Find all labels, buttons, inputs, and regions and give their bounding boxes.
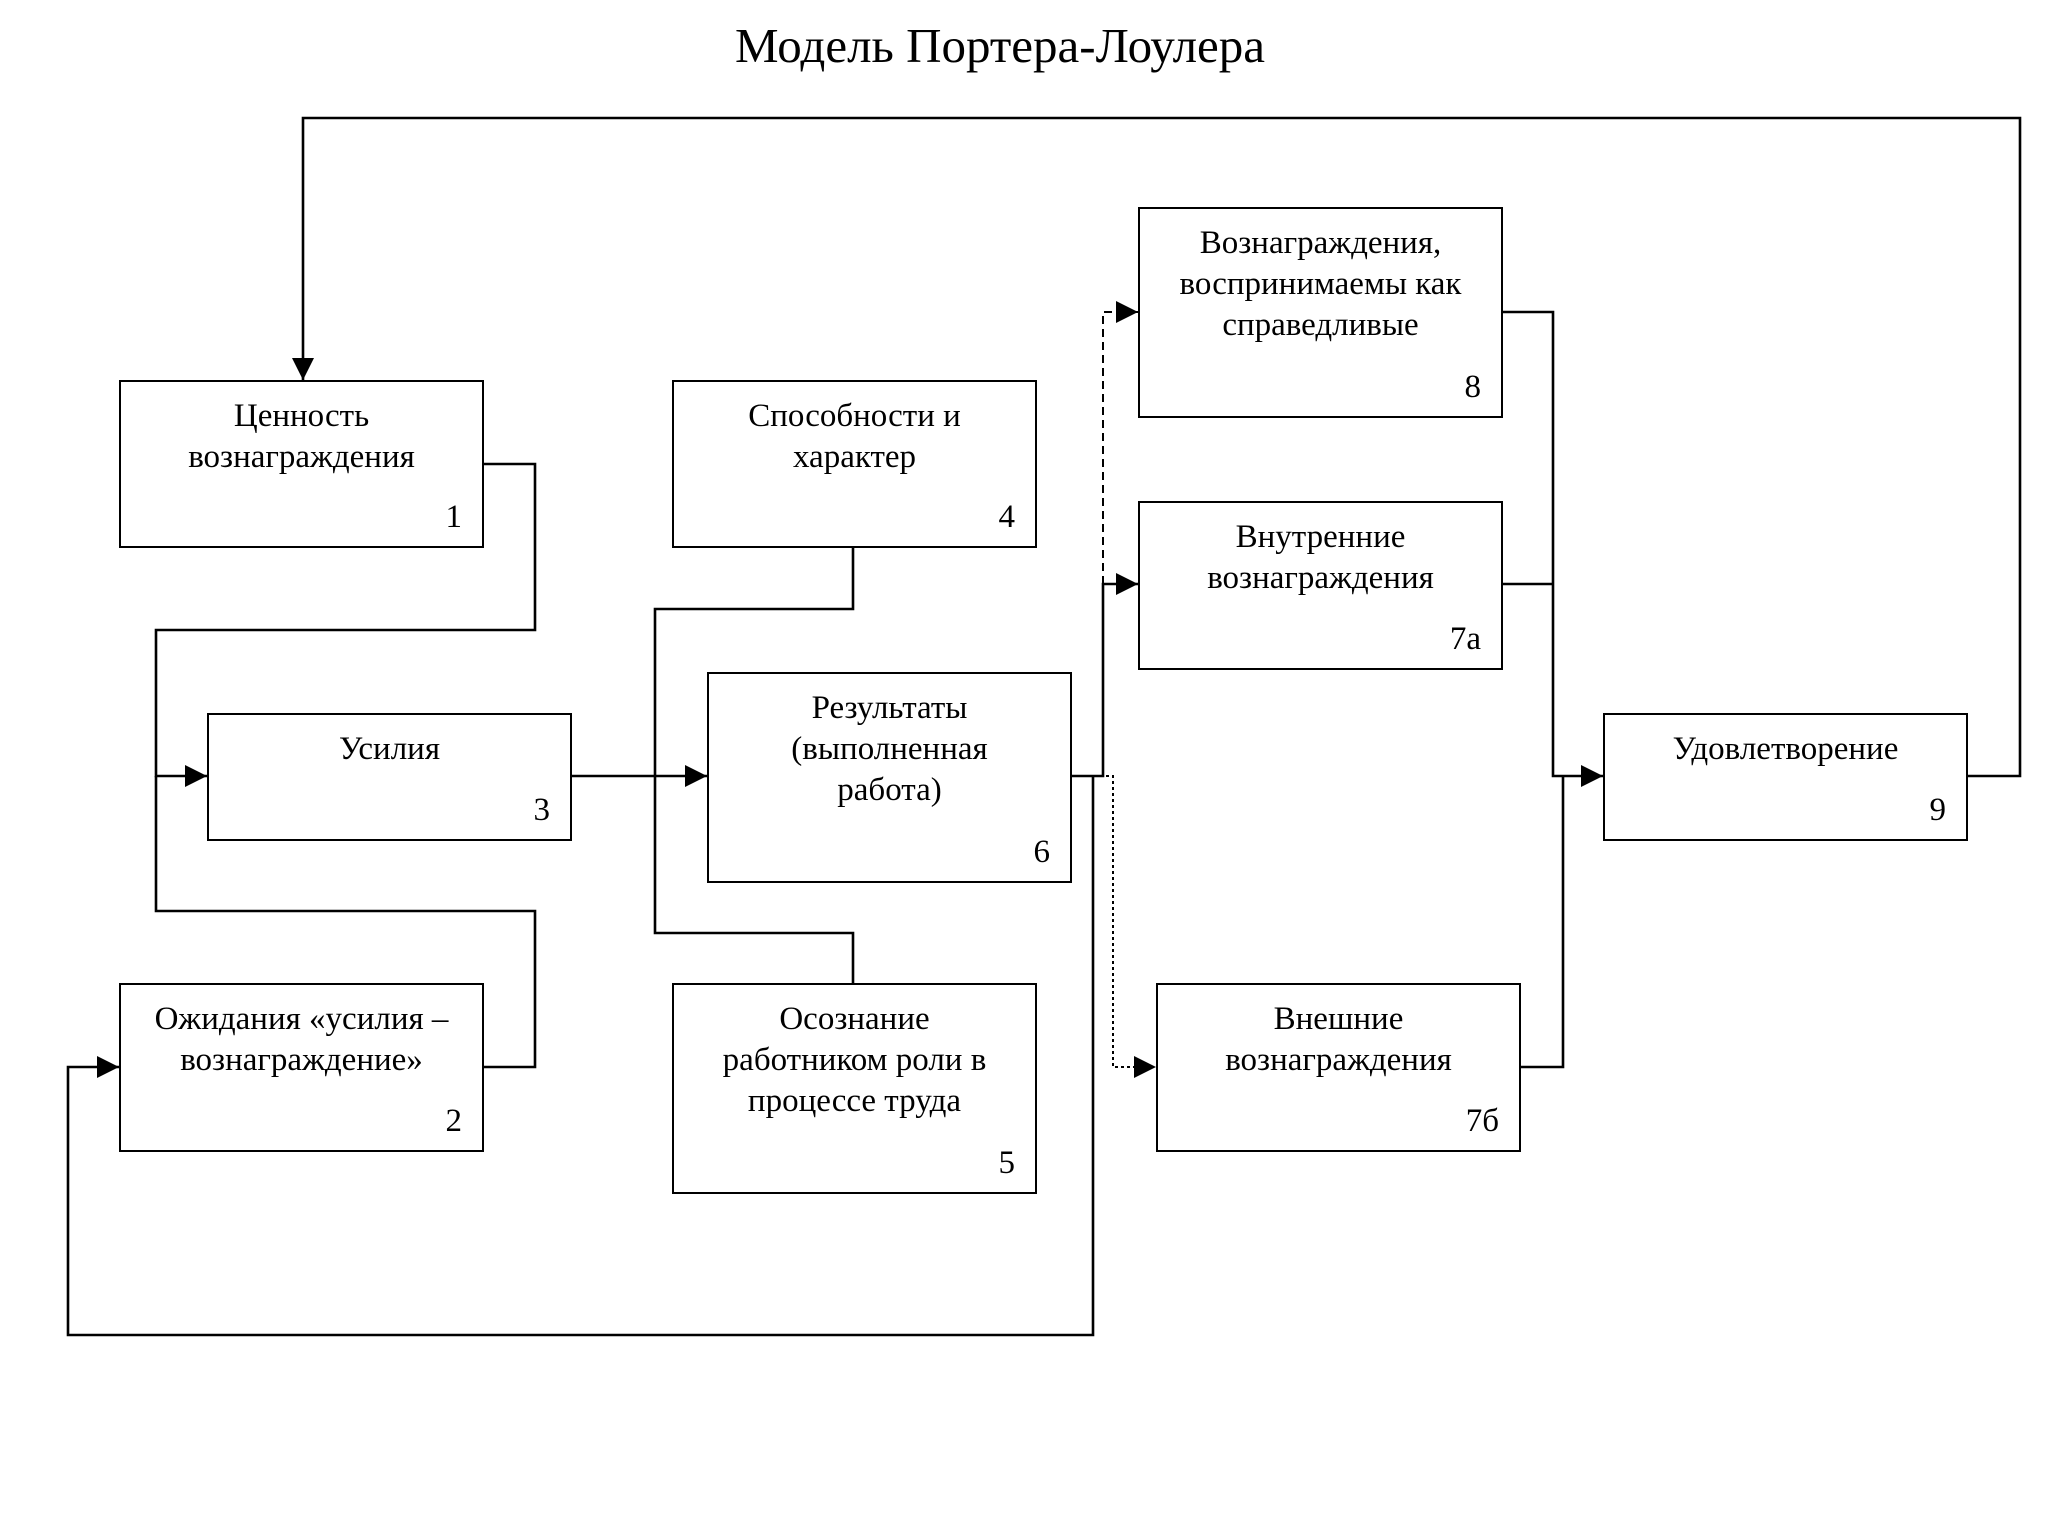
box-number: 3 xyxy=(533,792,551,828)
extrinsic-to-satisfaction-line xyxy=(1519,776,1565,1069)
reward-value-box: Ценность вознаграждения 1 xyxy=(119,380,484,548)
box-label: Вознаграждения, воспринимаемы как справе… xyxy=(1179,225,1462,343)
feedback-results-to-expectation-line xyxy=(66,776,1095,1337)
expectation-box: Ожидания «усилия – вознаграждение» 2 xyxy=(119,983,484,1152)
box-number: 6 xyxy=(1033,834,1051,870)
box-number: 9 xyxy=(1929,792,1947,828)
satisfaction-box: Удовлетворение 9 xyxy=(1603,713,1968,841)
box-number: 7а xyxy=(1449,621,1481,657)
results-to-fair-rewards-line xyxy=(1102,301,1138,584)
box-number: 1 xyxy=(445,499,463,535)
intrinsic-rewards-box: Внутренние вознаграждения 7а xyxy=(1138,501,1503,670)
box-label: Осознание работником роли в процессе тру… xyxy=(722,1001,987,1119)
expectation-to-effort-line xyxy=(154,776,537,1069)
box-label: Внешние вознаграждения xyxy=(1225,1001,1452,1078)
results-to-extrinsic-line xyxy=(1070,775,1156,1078)
diagram-title: Модель Портера-Лоулера xyxy=(734,18,1266,73)
value-to-effort-line xyxy=(154,462,537,787)
box-number: 7б xyxy=(1465,1103,1499,1139)
abilities-to-results-line xyxy=(653,548,855,776)
role-to-results-line xyxy=(653,776,855,983)
extrinsic-rewards-box: Внешние вознаграждения 7б xyxy=(1156,983,1521,1152)
fair-rewards-box: Вознаграждения, воспринимаемы как справе… xyxy=(1138,207,1503,418)
abilities-box: Способности и характер 4 xyxy=(672,380,1037,548)
results-to-intrinsic-line xyxy=(1070,573,1138,778)
feedback-satisfaction-to-value-line xyxy=(292,116,2022,778)
results-box: Результаты (выполненная работа) 6 xyxy=(707,672,1072,883)
role-perception-box: Осознание работником роли в процессе тру… xyxy=(672,983,1037,1194)
effort-box: Усилия 3 xyxy=(207,713,572,841)
box-label: Способности и характер xyxy=(748,398,961,475)
box-label: Ценность вознаграждения xyxy=(188,398,415,475)
box-label: Усилия xyxy=(338,731,440,767)
box-number: 4 xyxy=(998,499,1016,535)
fair-rewards-to-satisfaction-line xyxy=(1502,310,1603,787)
box-label: Ожидания «усилия – вознаграждение» xyxy=(154,1001,449,1078)
box-number: 8 xyxy=(1464,369,1482,405)
box-number: 5 xyxy=(998,1145,1016,1181)
box-label: Внутренние вознаграждения xyxy=(1207,519,1434,596)
box-number: 2 xyxy=(445,1103,463,1139)
box-label: Результаты (выполненная работа) xyxy=(791,690,988,808)
box-label: Удовлетворение xyxy=(1672,731,1899,767)
